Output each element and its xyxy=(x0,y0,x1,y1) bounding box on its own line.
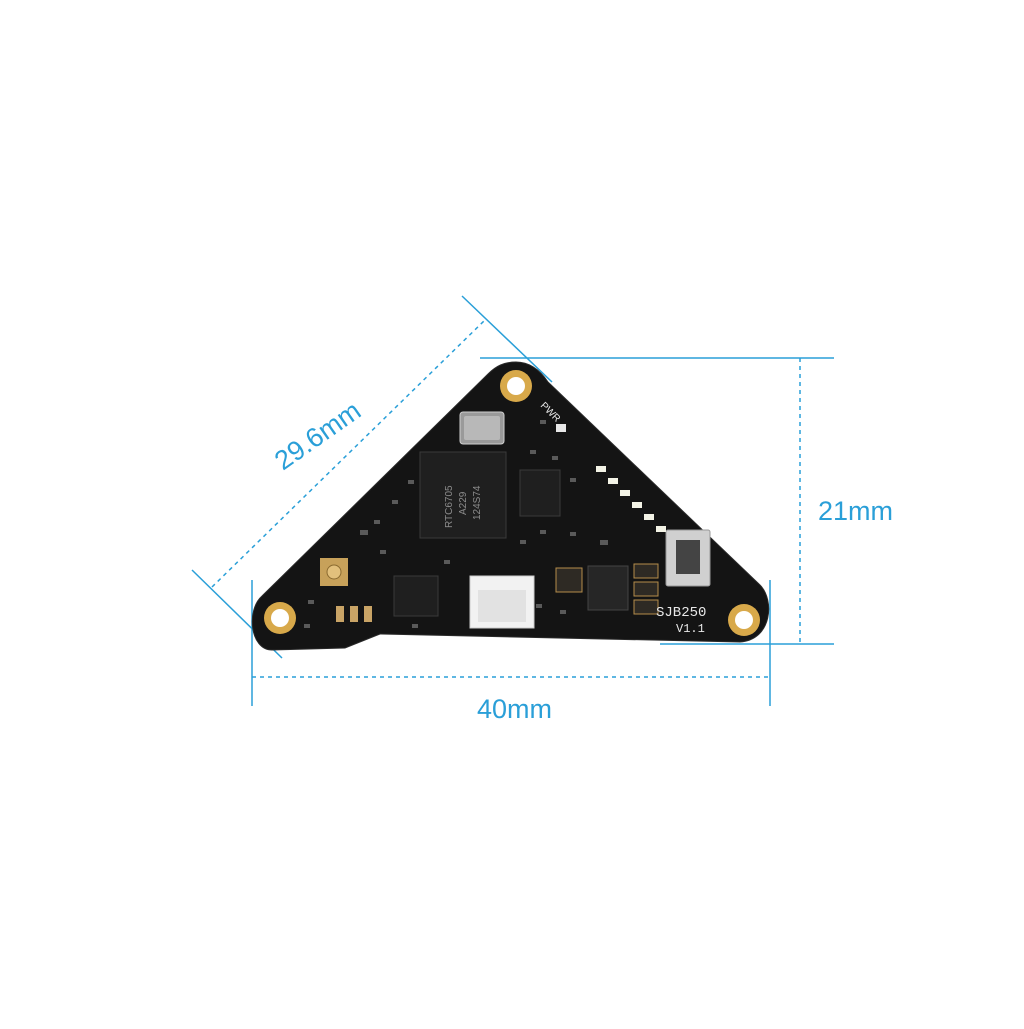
diagonal-ext-top xyxy=(461,295,553,383)
secondary-chip xyxy=(519,469,561,517)
inductor-left xyxy=(555,567,583,593)
board-version-text: V1.1 xyxy=(676,622,705,636)
chip-text-2: A229 xyxy=(458,491,469,515)
dimension-lines xyxy=(191,295,834,706)
regulator-chip xyxy=(587,565,629,611)
inductor-right-bottom xyxy=(633,599,659,615)
hole-inner xyxy=(507,377,525,395)
height-dimension-label: 21mm xyxy=(818,496,894,526)
inductor-right-top xyxy=(633,563,659,579)
crystal-oscillator xyxy=(459,411,505,445)
lower-chip xyxy=(393,575,439,617)
smd-components xyxy=(304,420,608,628)
led-pads xyxy=(596,466,666,532)
board-model-text: SJB250 xyxy=(656,605,706,621)
capacitor-row xyxy=(336,606,372,622)
inductor-right-mid xyxy=(633,581,659,597)
side-switch xyxy=(665,529,711,587)
main-chip: RTC6705 A229 124S74 xyxy=(419,451,507,539)
chip-text-1: RTC6705 xyxy=(444,485,455,528)
chip-text-3: 124S74 xyxy=(472,485,483,520)
pcb-board: RTC6705 A229 124S74 xyxy=(251,361,770,651)
hole-inner xyxy=(735,611,753,629)
jst-connector xyxy=(469,575,535,629)
width-dimension-label: 40mm xyxy=(477,694,553,724)
antenna-connector xyxy=(320,558,348,586)
mounting-holes xyxy=(264,370,760,636)
hole-inner xyxy=(271,609,289,627)
